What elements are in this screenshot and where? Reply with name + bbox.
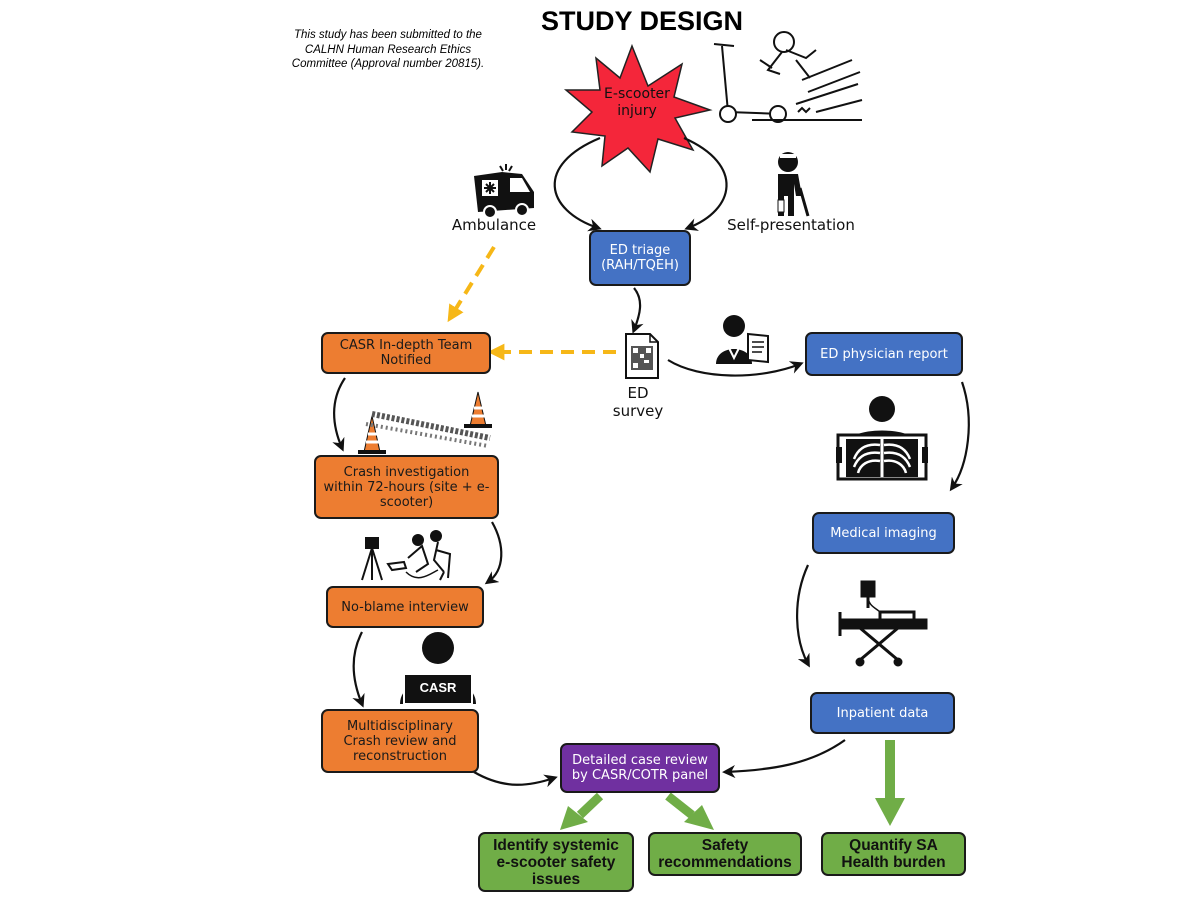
dashed-ambulance-casr (447, 245, 496, 323)
qr-code-document-icon (625, 333, 659, 379)
ethics-note: This study has been submitted to the CAL… (291, 29, 485, 70)
injured-person-with-cane-icon (777, 152, 810, 217)
chest-xray-icon (836, 396, 928, 481)
outcome-health-burden: Quantify SA Health burden (821, 832, 966, 876)
traffic-cones-icon (358, 391, 492, 454)
arrow-survey-physician (667, 359, 804, 377)
arrow-triage-survey (631, 287, 644, 334)
ed-physician-report-box: ED physician report (805, 332, 963, 376)
green-arrow-safety (665, 792, 714, 830)
arrow-notified-investigation (332, 377, 346, 452)
interview-scene-icon (361, 530, 452, 581)
outcome-systemic-issues: Identify systemic e-scooter safety issue… (478, 832, 634, 892)
arrow-multi-review (473, 771, 558, 788)
medical-imaging-box: Medical imaging (812, 512, 955, 554)
self-presentation-label: Self-presentation (727, 216, 855, 234)
hospital-bed-icon (838, 580, 928, 667)
scooter-crash-icon (713, 31, 863, 123)
starburst-label: E-scooter injury (604, 86, 670, 119)
arrow-physician-imaging (949, 381, 970, 492)
inpatient-data-box: Inpatient data (810, 692, 955, 734)
injury-starburst (563, 43, 713, 174)
casr-team-notified-box: CASR In-depth Team Notified (321, 332, 491, 374)
arrow-inpatient-review (722, 739, 846, 779)
no-blame-interview-box: No-blame interview (326, 586, 484, 628)
green-arrow-burden (875, 740, 905, 826)
arrow-ambulance-path (553, 136, 602, 232)
laptop-casr-label: CASR (419, 680, 457, 695)
green-arrow-systemic (560, 792, 604, 830)
physician-with-report-icon (716, 315, 769, 364)
ambulance-label: Ambulance (451, 216, 537, 234)
ambulance-icon (474, 164, 534, 219)
arrow-interview-review (352, 631, 365, 708)
arrow-imaging-inpatient (796, 564, 810, 668)
crash-investigation-box: Crash investigation within 72-hours (sit… (314, 455, 499, 519)
outcome-safety-recommendations: Safety recommendations (648, 832, 802, 876)
ed-triage-box: ED triage (RAH/TQEH) (589, 230, 691, 286)
page-title: STUDY DESIGN (540, 6, 744, 36)
multidisciplinary-review-box: Multidisciplinary Crash review and recon… (321, 709, 479, 773)
arrow-self-path (683, 136, 728, 231)
arrow-investigation-interview (484, 521, 503, 585)
investigator-laptop-icon (400, 632, 476, 705)
detailed-case-review-box: Detailed case review by CASR/COTR panel (560, 743, 720, 793)
ed-survey-label: ED survey (612, 384, 664, 420)
